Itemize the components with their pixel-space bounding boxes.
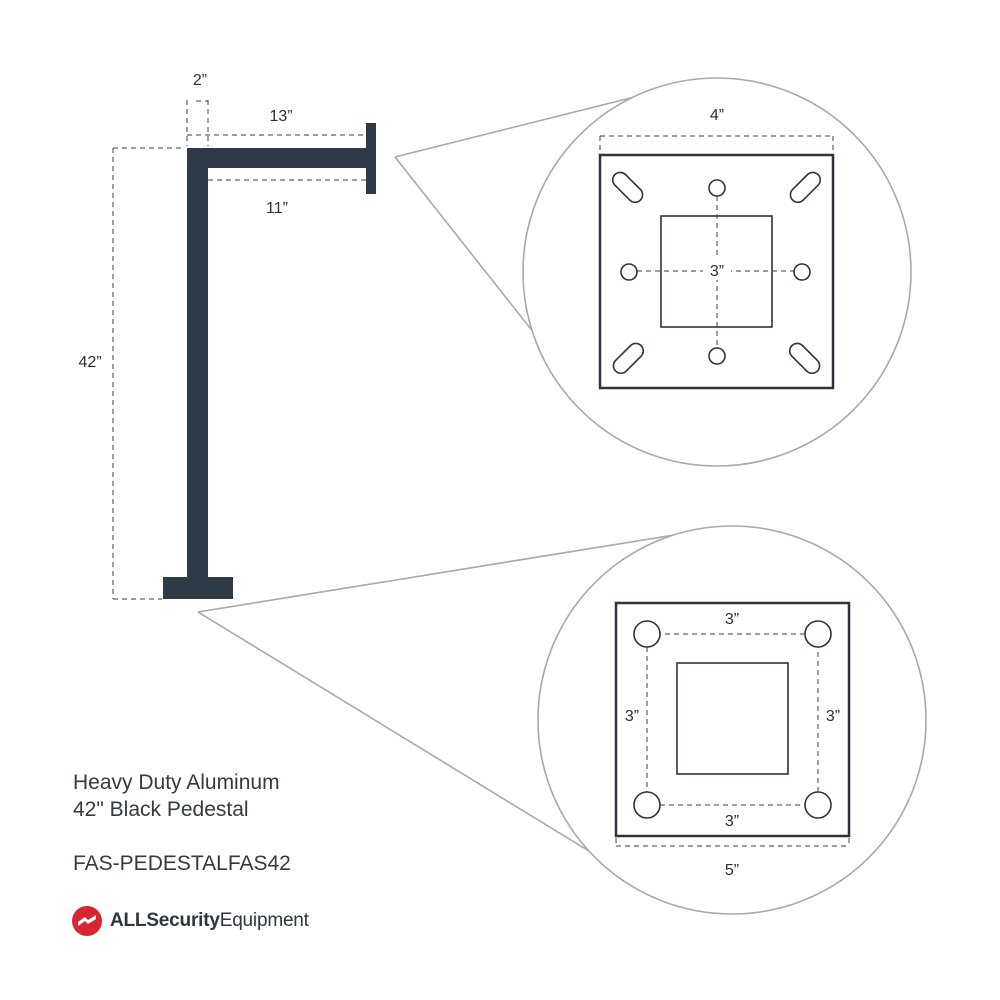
product-title-line1: Heavy Duty Aluminum	[73, 771, 280, 794]
top-plate-slot-tl	[611, 171, 644, 204]
base-plate-bolt-pattern	[646, 633, 819, 806]
base-plate-top-label: 3”	[725, 611, 739, 628]
product-title-line2: 42" Black Pedestal	[73, 798, 249, 821]
top-plate-center-label: 3”	[710, 263, 724, 280]
product-sku: FAS-PEDESTALFAS42	[73, 852, 291, 875]
base-plate-hole-tr	[804, 620, 832, 648]
pedestal-post	[187, 148, 208, 580]
base-plate-width-label: 5”	[725, 862, 739, 879]
top-plate-hole-left	[620, 263, 638, 281]
dim-arm-label: 13”	[269, 108, 292, 125]
base-callout-line-lower	[197, 611, 621, 871]
top-plate-slot-bl	[612, 342, 645, 375]
brand-logo-icon	[72, 906, 102, 936]
top-plate-label-bg	[703, 258, 731, 280]
product-title: Heavy Duty Aluminum 42" Black Pedestal	[73, 769, 280, 823]
dim-height-label: 42”	[78, 354, 101, 371]
brand-logo-lockup: ALLSecurityEquipment	[72, 906, 309, 936]
top-plate-hole-top	[708, 179, 726, 197]
top-plate-hole-bottom	[708, 347, 726, 365]
pedestal-arm	[187, 148, 367, 168]
dim-width-label: 2”	[193, 72, 207, 89]
pedestal-side-view	[163, 123, 376, 599]
base-plate-detail: 3” 3” 3” 3” 5”	[537, 525, 927, 915]
brand-name-bold: ALLSecurity	[110, 910, 220, 931]
base-callout-line-upper	[197, 529, 706, 613]
top-plate-slot-br	[788, 342, 821, 375]
base-plate-hole-bl	[633, 791, 661, 819]
top-plate-slot-tr	[789, 171, 822, 204]
pedestal-dimensions: 2” 13” 11” 42”	[78, 72, 366, 600]
base-plate-left-label: 3”	[625, 708, 639, 725]
base-plate-center-square	[676, 662, 789, 775]
top-plate-hole-right	[793, 263, 811, 281]
brand-name-regular: Equipment	[219, 910, 309, 931]
base-zoom-callout	[197, 529, 706, 871]
base-plate-bottom-label: 3”	[725, 813, 739, 830]
pedestal-top-flange	[366, 123, 376, 194]
top-plate-detail: 4” 3”	[522, 77, 912, 467]
base-plate-hole-br	[804, 791, 832, 819]
brand-name: ALLSecurityEquipment	[110, 910, 309, 932]
top-plate-width-label: 4”	[710, 107, 724, 124]
dim-inner-label: 11”	[266, 200, 288, 217]
base-plate-right-label: 3”	[826, 708, 840, 725]
pedestal-base-plate	[163, 577, 233, 599]
base-plate-hole-tl	[633, 620, 661, 648]
